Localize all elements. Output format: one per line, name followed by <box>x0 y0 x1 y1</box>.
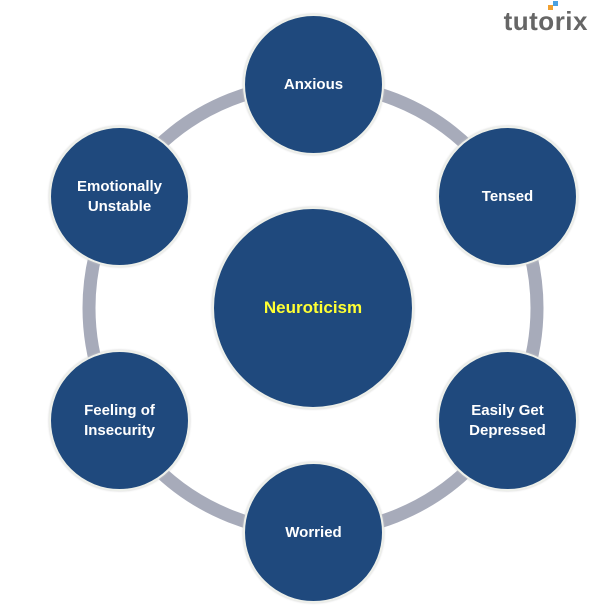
node-tensed: Tensed <box>437 126 578 267</box>
node-worried: Worried <box>243 462 384 603</box>
node-emotionally-unstable: Emotionally Unstable <box>49 126 190 267</box>
logo-dot-icon <box>548 5 553 10</box>
logo-dot-icon <box>553 1 558 6</box>
node-feeling-of-insecurity: Feeling of Insecurity <box>49 350 190 491</box>
center-node: Neuroticism <box>212 207 414 409</box>
node-easily-get-depressed: Easily Get Depressed <box>437 350 578 491</box>
tutorix-logo: tutorix <box>503 6 588 36</box>
node-anxious: Anxious <box>243 14 384 155</box>
